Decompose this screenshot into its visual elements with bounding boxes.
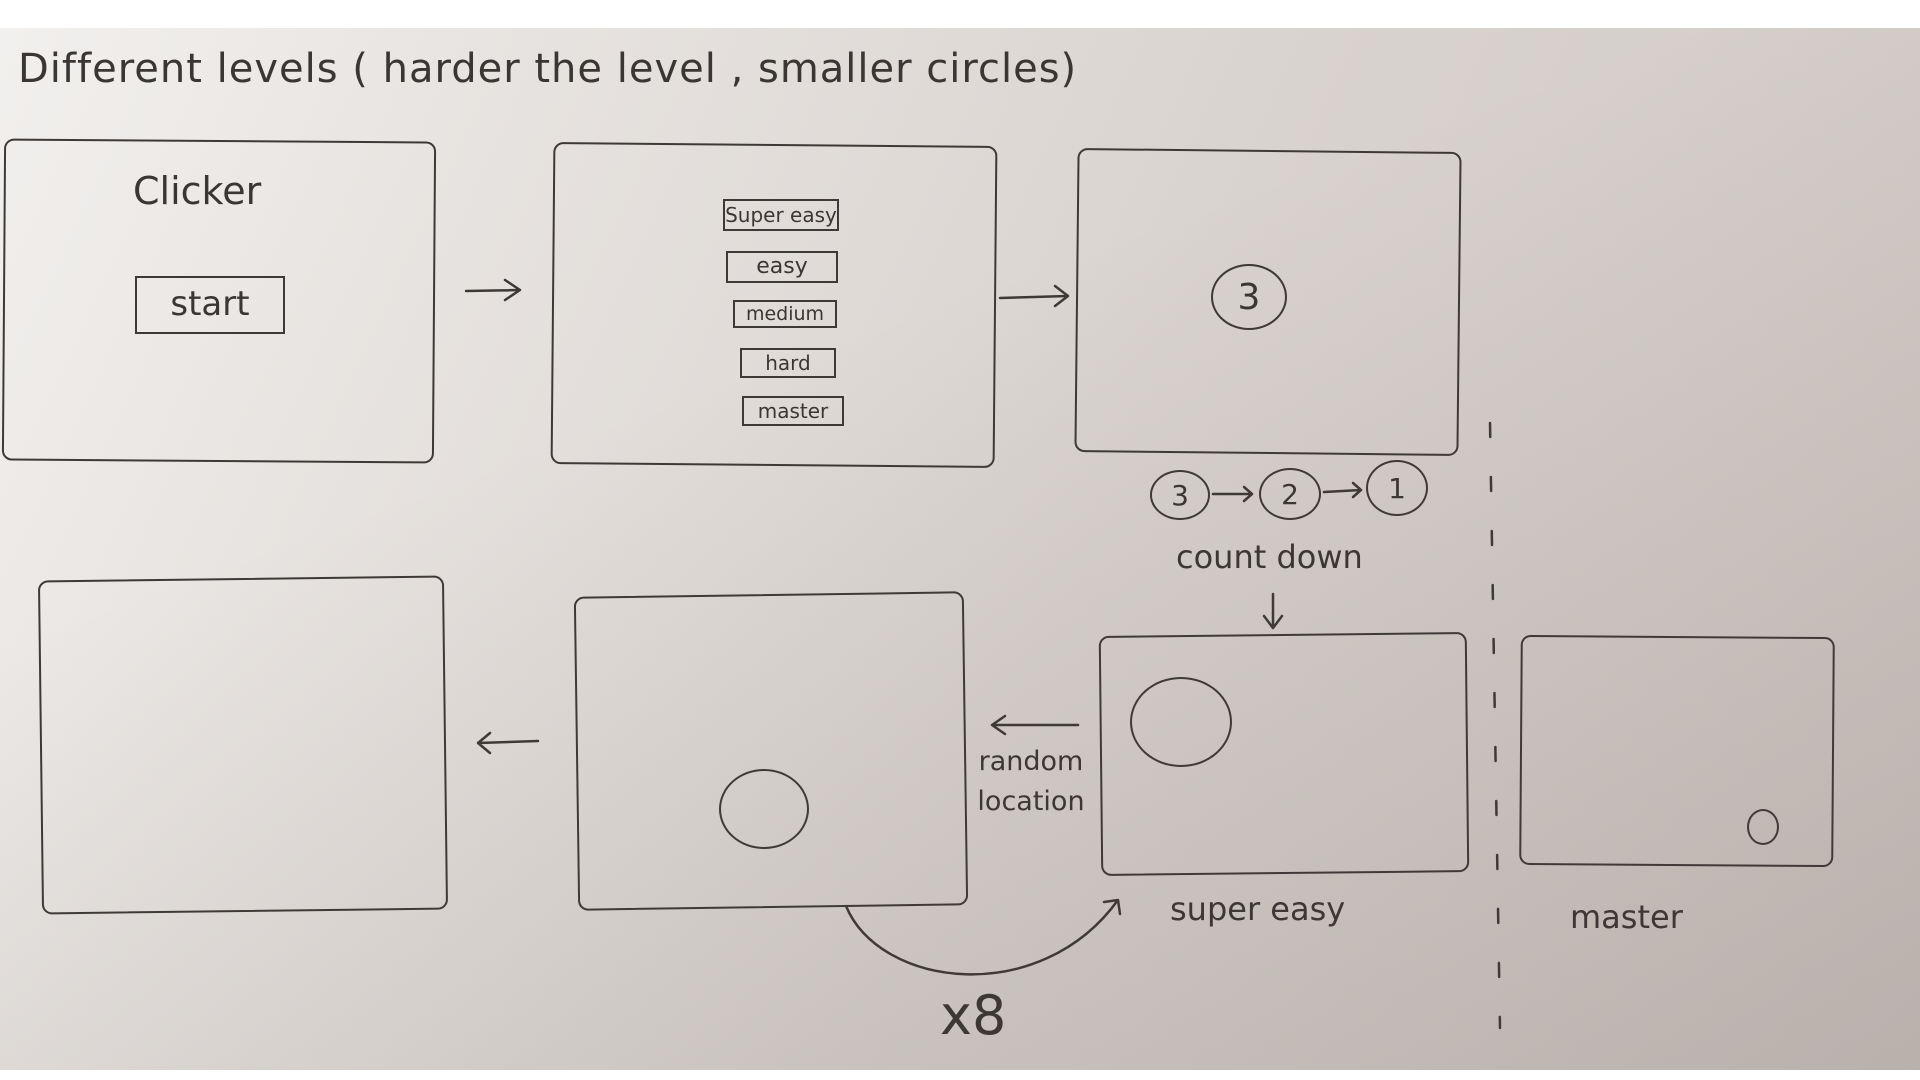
countdown-number-circle: 3 — [1211, 264, 1287, 330]
app-title: Clicker — [133, 169, 262, 213]
level-option-hard[interactable]: hard — [740, 348, 836, 378]
level-divider-dashed-line — [1488, 421, 1502, 1030]
level-option-easy[interactable]: easy — [726, 251, 838, 283]
repeat-count-label: x8 — [940, 984, 1007, 1047]
small-target-circle[interactable] — [1747, 809, 1779, 845]
arrow-countdown-step-3-to-2 — [1211, 485, 1254, 503]
relocated-target-circle[interactable] — [719, 769, 809, 849]
large-target-circle[interactable] — [1130, 677, 1232, 767]
arrow-menu-to-countdown — [998, 284, 1070, 308]
arrow-to-end-screen — [476, 731, 540, 755]
arrow-repeat-curve — [844, 898, 1122, 976]
arrow-countdown-step-2-to-1 — [1322, 481, 1363, 499]
level-option-master[interactable]: master — [742, 396, 844, 426]
level-option-super-easy[interactable]: Super easy — [723, 199, 839, 231]
level-option-medium[interactable]: medium — [733, 300, 837, 328]
flow-arrows — [464, 278, 1502, 1030]
countdown-step-3: 3 — [1150, 470, 1210, 520]
random-location-label: random location — [977, 746, 1085, 817]
sketch-paper: Different levels ( harder the level , sm… — [0, 28, 1920, 1070]
level-label-master: master — [1570, 898, 1683, 936]
start-button[interactable]: start — [135, 276, 285, 334]
countdown-step-1: 1 — [1366, 460, 1428, 516]
arrow-title-to-menu — [464, 278, 522, 302]
arrow-random-location — [990, 714, 1080, 736]
countdown-step-2: 2 — [1259, 468, 1321, 520]
arrow-countdown-down — [1262, 592, 1284, 630]
countdown-label: count down — [1176, 538, 1363, 576]
level-label-super-easy: super easy — [1170, 890, 1346, 928]
page-heading: Different levels ( harder the level , sm… — [18, 46, 1078, 92]
